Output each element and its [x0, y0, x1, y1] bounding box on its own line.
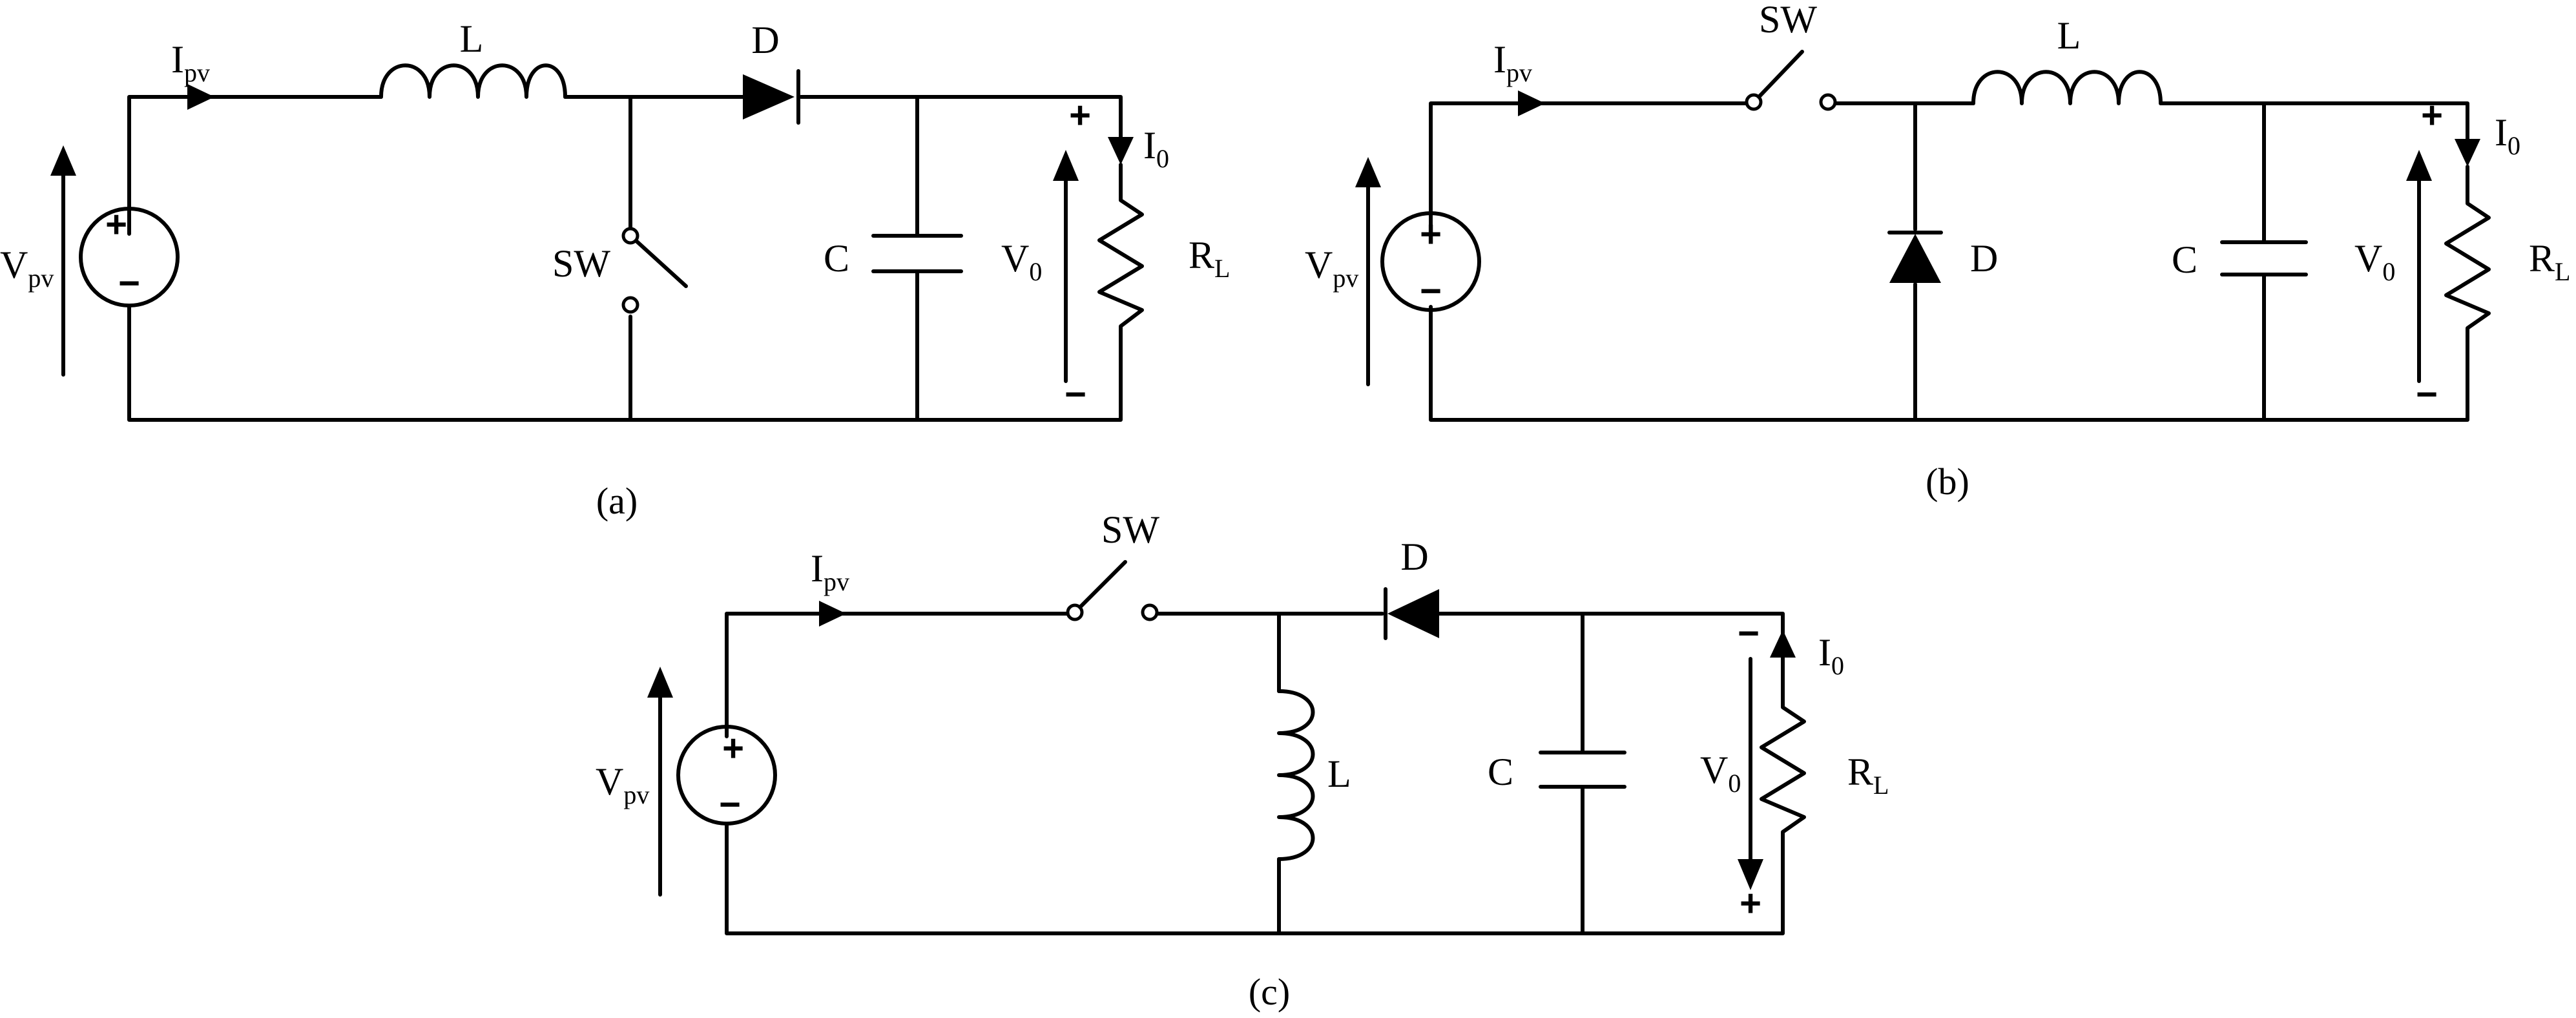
- inductor-label-a: L: [460, 17, 484, 60]
- ipv-arrow-a: [187, 84, 214, 110]
- capacitor-a: [871, 234, 963, 273]
- ipv-label-a: Ipv: [171, 38, 210, 87]
- voltage-source-a: + −: [79, 203, 180, 307]
- rl-label-b: RL: [2529, 237, 2570, 286]
- source-plus-c: +: [722, 727, 744, 769]
- i0-label-c: I0: [1818, 631, 1844, 680]
- i0-label-a: I0: [1143, 124, 1169, 173]
- circuit-c-wires: [725, 612, 1785, 935]
- voltage-source-b: + −: [1380, 211, 1481, 312]
- diode-label-b: D: [1970, 237, 1998, 280]
- switch-label-c: SW: [1101, 508, 1159, 551]
- switch-c: [1066, 560, 1159, 621]
- source-minus-c: −: [719, 784, 741, 826]
- diode-label-c: D: [1400, 535, 1428, 578]
- v0-arrow-b: [2406, 150, 2432, 383]
- v0-label-a: V0: [1001, 237, 1042, 286]
- inductor-b: [1971, 70, 2163, 105]
- switch-b: [1745, 50, 1837, 111]
- vpv-arrow-b: [1355, 157, 1381, 386]
- v0-minus-c: −: [1738, 612, 1760, 654]
- circuit-b: + − Vpv Ipv SW L D C: [1305, 0, 2570, 503]
- i0-arrow-b: [2455, 139, 2480, 167]
- ipv-arrow-c: [819, 601, 846, 627]
- switch-label-a: SW: [552, 242, 610, 285]
- inductor-c: [1277, 689, 1315, 861]
- inductor-a: [379, 63, 567, 99]
- circuit-a-wires: [127, 95, 1123, 422]
- i0-arrow-c: [1770, 630, 1796, 658]
- v0-plus-b: +: [2421, 94, 2443, 136]
- source-minus-b: −: [1420, 270, 1442, 312]
- resistor-b: [2444, 165, 2491, 331]
- source-plus-a: +: [105, 203, 127, 245]
- i0-arrow-a: [1108, 137, 1134, 165]
- v0-arrow-c: [1738, 657, 1763, 890]
- v0-arrow-a: [1053, 150, 1079, 383]
- circuit-c: + − Vpv Ipv SW D L C: [596, 508, 1889, 1013]
- caption-b: (b): [1926, 461, 1969, 503]
- vpv-label-b: Vpv: [1305, 244, 1358, 293]
- diode-b: [1887, 231, 1943, 283]
- v0-label-b: V0: [2354, 237, 2395, 286]
- inductor-label-c: L: [1327, 753, 1351, 795]
- source-plus-b: +: [1420, 213, 1442, 255]
- i0-label-b: I0: [2495, 111, 2520, 160]
- diode-label-a: D: [751, 19, 779, 61]
- capacitor-b: [2220, 240, 2308, 276]
- source-minus-a: −: [118, 262, 140, 304]
- vpv-arrow-c: [647, 667, 673, 897]
- vpv-arrow-a: [50, 145, 76, 377]
- voltage-source-c: + −: [676, 725, 777, 826]
- v0-minus-b: −: [2416, 373, 2438, 415]
- v0-plus-a: +: [1069, 94, 1091, 136]
- diode-a: [743, 69, 800, 125]
- caption-c: (c): [1249, 971, 1290, 1013]
- rl-label-c: RL: [1847, 751, 1889, 800]
- v0-plus-c: +: [1740, 882, 1761, 924]
- circuit-a: + − Vpv Ipv L D SW C: [0, 17, 1230, 522]
- vpv-label-a: Vpv: [0, 244, 54, 293]
- resistor-a: [1097, 163, 1144, 331]
- v0-label-c: V0: [1700, 749, 1741, 798]
- capacitor-label-b: C: [2172, 238, 2197, 281]
- capacitor-label-c: C: [1488, 751, 1513, 793]
- switch-a: [621, 227, 688, 314]
- v0-minus-a: −: [1065, 373, 1086, 415]
- capacitor-label-a: C: [824, 237, 849, 280]
- caption-a: (a): [596, 480, 638, 522]
- switch-label-b: SW: [1759, 0, 1817, 41]
- diode-c: [1384, 587, 1439, 640]
- circuit-b-wires: [1429, 101, 2469, 422]
- resistor-c: [1760, 654, 1806, 838]
- ipv-label-c: Ipv: [811, 547, 849, 596]
- rl-label-a: RL: [1189, 234, 1230, 283]
- capacitor-c: [1539, 751, 1626, 789]
- ipv-arrow-b: [1518, 90, 1545, 116]
- inductor-label-b: L: [2057, 14, 2081, 57]
- vpv-label-c: Vpv: [596, 760, 649, 809]
- ipv-label-b: Ipv: [1493, 38, 1532, 87]
